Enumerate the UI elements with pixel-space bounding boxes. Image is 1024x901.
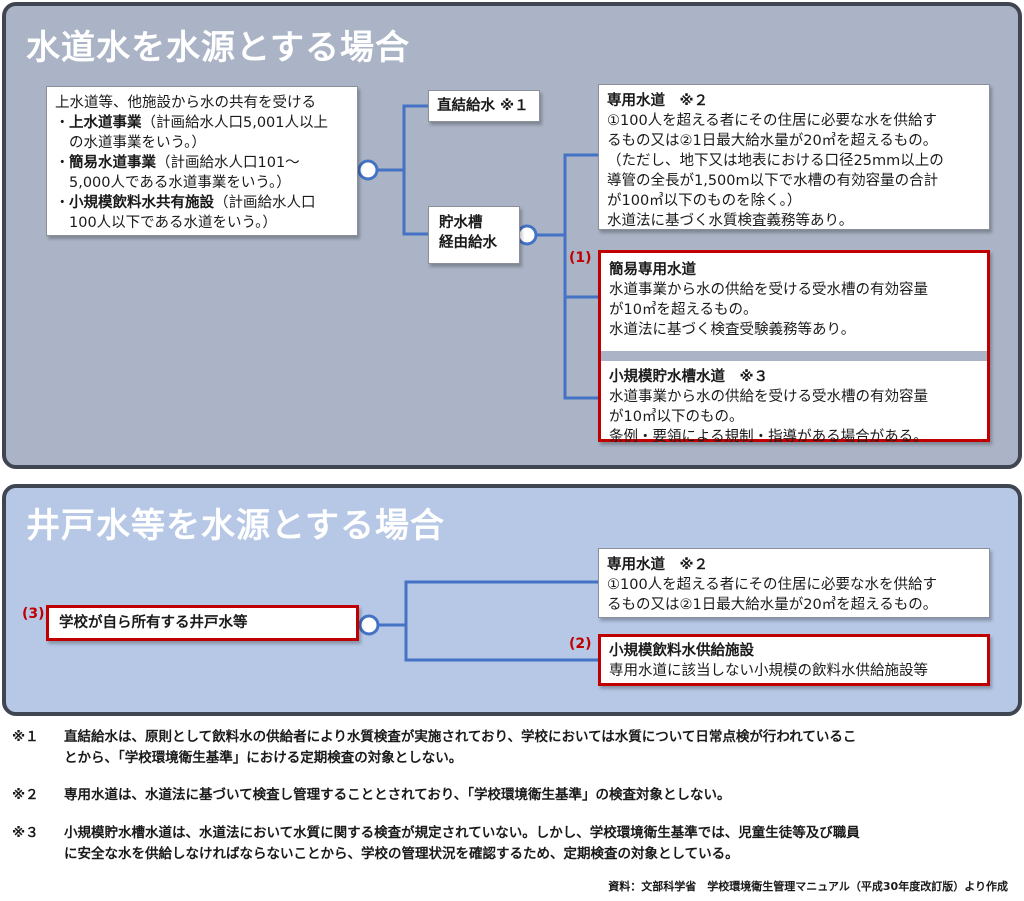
- tank-line2: 経由給水: [439, 235, 497, 251]
- source-box: 上水道等、他施設から水の共有を受ける ・上水道事業（計画給水人口5,001人以上…: [46, 86, 358, 236]
- tank-supply-box: 貯水槽 経由給水: [428, 206, 520, 264]
- item-name-josuido: 上水道事業: [69, 115, 142, 131]
- item-name-kanisuido: 簡易水道事業: [69, 155, 156, 171]
- tank-line1: 貯水槽: [439, 215, 483, 231]
- marker-1: (1): [569, 250, 592, 266]
- connector-source-branch: [402, 104, 428, 236]
- note-line: に安全な水を供給しなければならないことから、学校の管理状況を確認するため、定期検…: [64, 846, 739, 862]
- section-title-well-water: 井戸水等を水源とする場合: [26, 506, 445, 546]
- item-desc2-shokibo: 100人以下である水道をいう。）: [69, 215, 277, 231]
- senyo-line: （ただし、地下又は地表における口径25mm以上の: [607, 153, 944, 169]
- item-name-shokibo: 小規模飲料水共有施設: [69, 195, 214, 211]
- item-desc2-josuido: の水道事業をいう。）: [69, 135, 206, 151]
- note-mark: ※２: [12, 787, 39, 803]
- marker-2: (2): [569, 636, 592, 652]
- senyo-line: るもの又は②1日最大給水量が20㎥を超えるもの。: [607, 133, 938, 149]
- highlight-frame-1: 簡易専用水道 水道事業から水の供給を受ける受水槽の有効容量 が10㎥を超えるもの…: [598, 250, 990, 445]
- item-desc-kanisuido: （計画給水人口101～: [156, 155, 300, 171]
- shokibo-line: 条例・要領による規制・指導がある場合がある。: [609, 429, 928, 445]
- node-school: [358, 614, 380, 636]
- senyo-line: が100㎥以下のものを除く。）: [607, 193, 802, 209]
- note-mark: ※１: [12, 729, 39, 745]
- senyo-suido-box-2: 専用水道 ※２ ①100人を超える者にその住居に必要な水を供給す るもの又は②1…: [598, 548, 990, 618]
- bullet: ・: [55, 155, 70, 171]
- source-citation: 資料：文部科学省 学校環境衛生管理マニュアル（平成30年度改訂版）より作成: [608, 880, 1008, 893]
- note-3: ※３ 小規模貯水槽水道は、水道法において水質に関する検査が規定されていない。しか…: [12, 823, 1012, 865]
- source-intro: 上水道等、他施設から水の共有を受ける: [55, 95, 316, 111]
- bullet: ・: [55, 115, 70, 131]
- connector-tank-branch: [563, 153, 598, 400]
- box-divider: [601, 351, 987, 361]
- item-desc-josuido: （計画給水人口5,001人以上: [141, 115, 329, 131]
- kani-line: 水道法に基づく検査受験義務等あり。: [609, 322, 856, 338]
- item-desc2-kanisuido: 5,000人である水道事業をいう。）: [69, 175, 291, 191]
- connector-school-branch: [404, 580, 598, 662]
- direct-supply-box: 直結給水 ※１: [428, 90, 540, 122]
- senyo2-line: ①100人を超える者にその住居に必要な水を供給す: [607, 577, 937, 593]
- note-line: 専用水道は、水道法に基づいて検査し管理することとされており、「学校環境衛生基準」…: [64, 787, 731, 803]
- node-tank: [516, 224, 538, 246]
- bullet: ・: [55, 195, 70, 211]
- note-mark: ※３: [12, 825, 39, 841]
- senyo2-title: 専用水道 ※２: [607, 557, 709, 573]
- kani-senyo-box: 簡易専用水道 水道事業から水の供給を受ける受水槽の有効容量 が10㎥を超えるもの…: [601, 253, 987, 351]
- marker-3: (3): [22, 606, 45, 622]
- item-desc-shokibo: （計画給水人口: [214, 195, 316, 211]
- section-title-tap-water: 水道水を水源とする場合: [26, 28, 410, 68]
- note-line: 小規模貯水槽水道は、水道法において水質に関する検査が規定されていない。しかし、学…: [64, 825, 860, 841]
- shokibo-title: 小規模貯水槽水道 ※３: [609, 369, 769, 385]
- shokibo-tank-box: 小規模貯水槽水道 ※３ 水道事業から水の供給を受ける受水槽の有効容量 が10㎥以…: [601, 361, 987, 453]
- senyo-line: ①100人を超える者にその住居に必要な水を供給す: [607, 113, 937, 129]
- senyo-suido-box: 専用水道 ※２ ①100人を超える者にその住居に必要な水を供給す るもの又は②1…: [598, 84, 990, 230]
- kani-title: 簡易専用水道: [609, 262, 696, 278]
- note-line: とから、「学校環境衛生基準」における定期検査の対象としない。: [64, 750, 463, 766]
- note-line: 直結給水は、原則として飲料水の供給者により水質検査が実施されており、学校において…: [64, 729, 857, 745]
- senyo2-line: るもの又は②1日最大給水量が20㎥を超えるもの。: [607, 597, 938, 613]
- small-supply-box: 小規模飲料水供給施設 専用水道に該当しない小規模の飲料水供給施設等: [598, 634, 990, 686]
- note-1: ※１ 直結給水は、原則として飲料水の供給者により水質検査が実施されており、学校に…: [12, 727, 1012, 769]
- small-title: 小規模飲料水供給施設: [609, 643, 754, 659]
- node-source: [357, 159, 379, 181]
- note-2: ※２ 専用水道は、水道法に基づいて検査し管理することとされており、「学校環境衛生…: [12, 785, 1012, 806]
- kani-line: 水道事業から水の供給を受ける受水槽の有効容量: [609, 282, 928, 298]
- senyo-title: 専用水道 ※２: [607, 93, 709, 109]
- senyo-line: 水道法に基づく水質検査義務等あり。: [607, 213, 854, 229]
- kani-line: が10㎥を超えるもの。: [609, 302, 758, 318]
- shokibo-line: が10㎥以下のもの。: [609, 409, 744, 425]
- senyo-line: 導管の全長が1,500m以下で水槽の有効容量の合計: [607, 173, 939, 189]
- small-line: 専用水道に該当しない小規模の飲料水供給施設等: [609, 663, 928, 679]
- school-well-box: 学校が自ら所有する井戸水等: [46, 605, 359, 641]
- shokibo-line: 水道事業から水の供給を受ける受水槽の有効容量: [609, 389, 928, 405]
